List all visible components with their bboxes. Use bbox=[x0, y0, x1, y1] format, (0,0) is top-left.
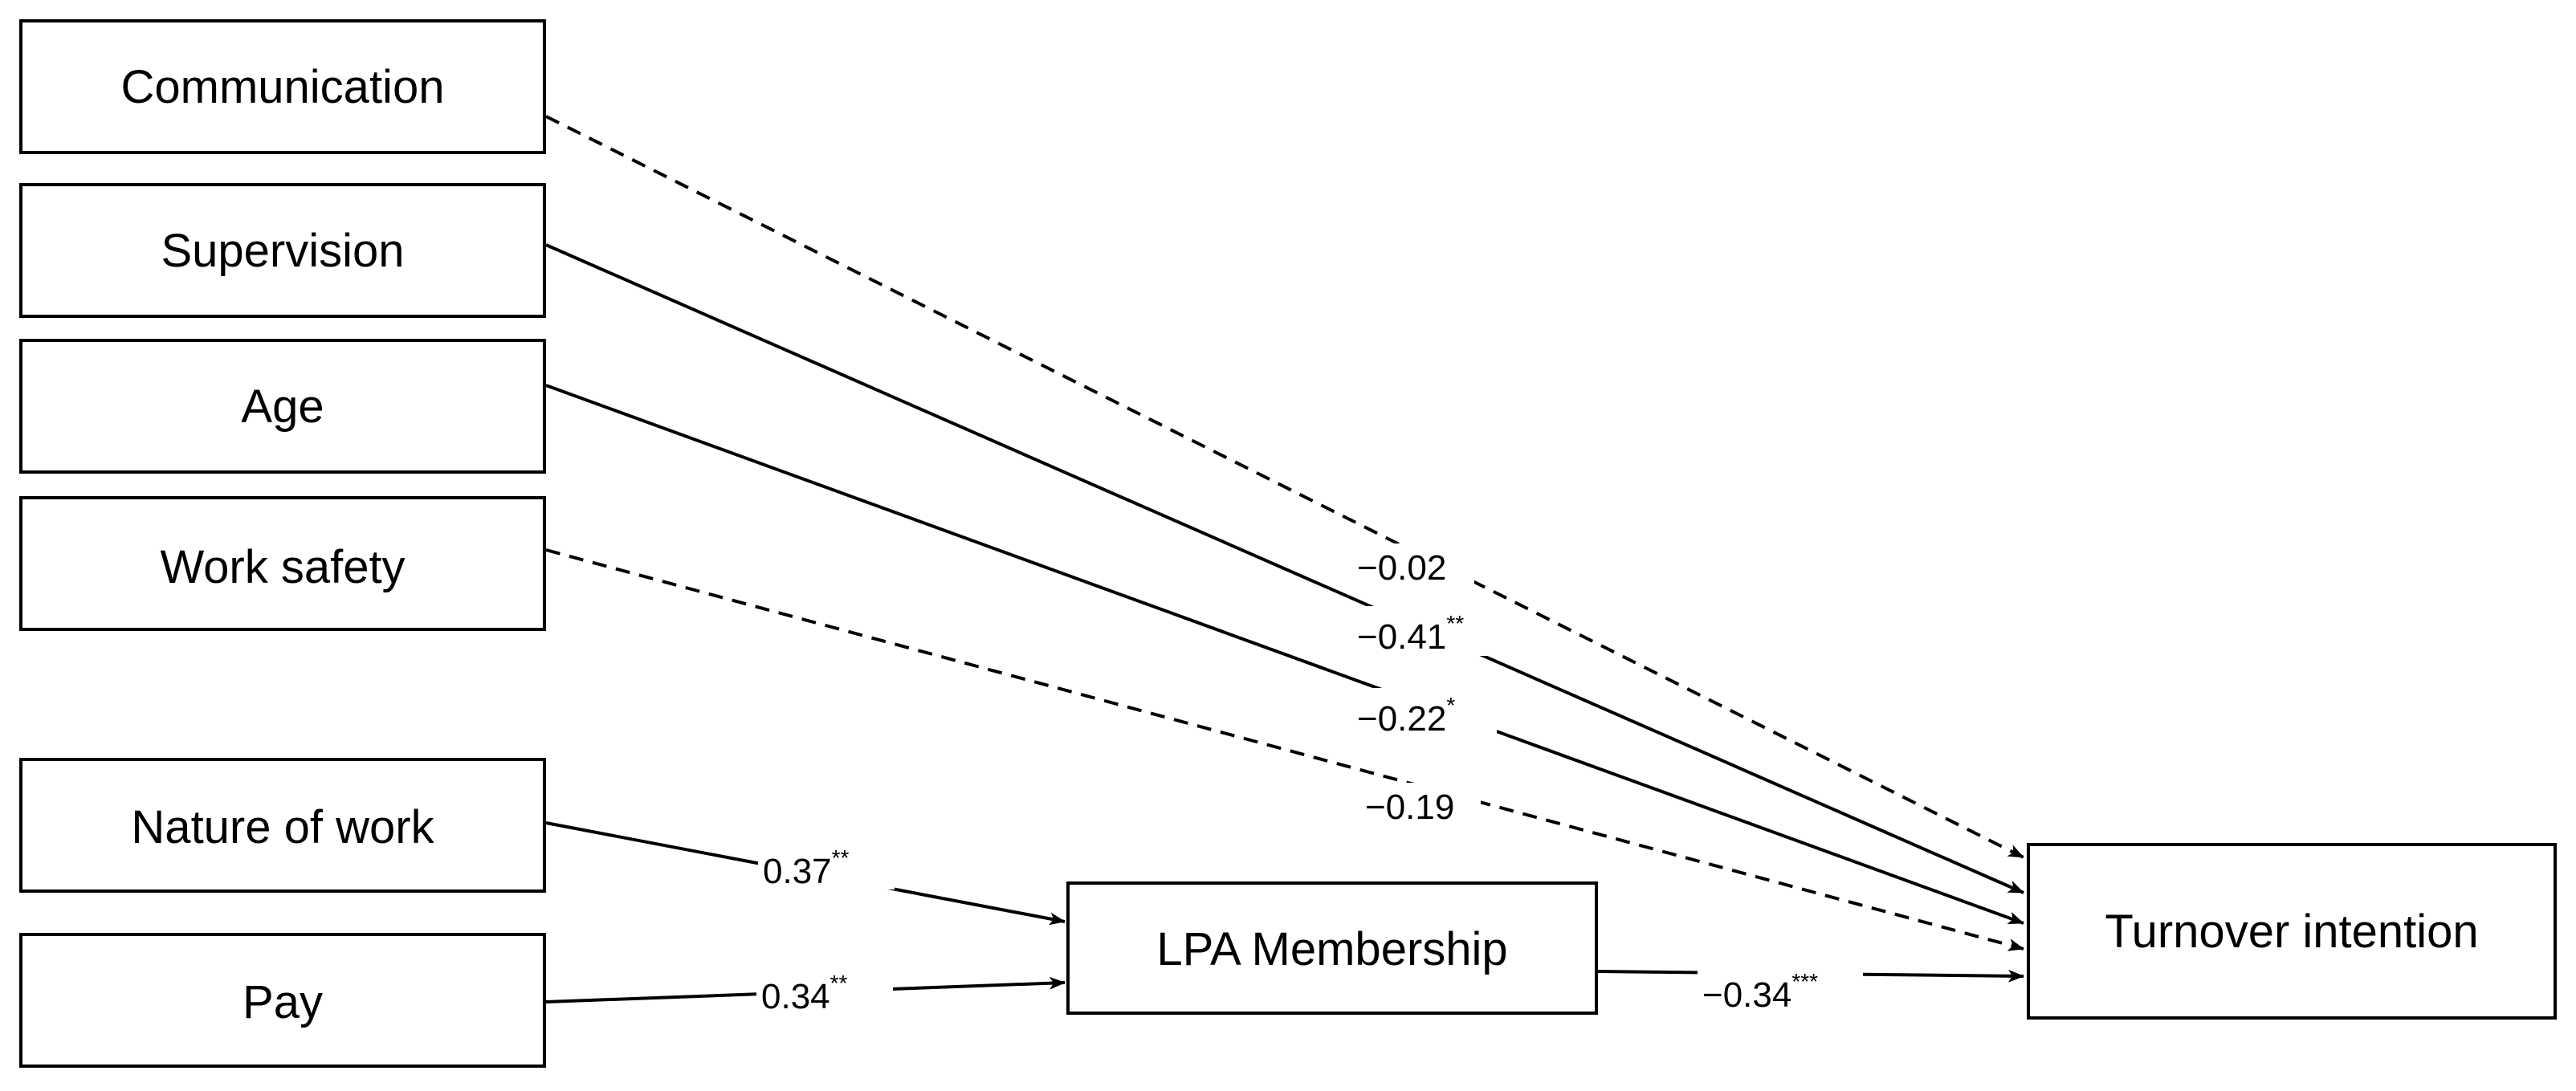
edge-label-pay-lpa: 0.34** bbox=[756, 965, 893, 1016]
edge-label-supervision-turnover: −0.41** bbox=[1352, 606, 1510, 657]
node-lpa-membership: LPA Membership bbox=[1066, 881, 1598, 1015]
svg-text:0.37**: 0.37** bbox=[763, 845, 850, 891]
edge-label-work-safety-turnover: −0.19 bbox=[1360, 783, 1481, 828]
node-nature-of-work: Nature of work bbox=[19, 758, 546, 893]
sig-marker: ** bbox=[830, 971, 848, 995]
edge-label-communication-turnover: −0.02 bbox=[1351, 543, 1474, 588]
node-label-work-safety: Work safety bbox=[160, 541, 405, 593]
sig-marker: ** bbox=[832, 845, 850, 870]
svg-text:−0.22*: −0.22* bbox=[1357, 693, 1455, 739]
edge-label-lpa-turnover: −0.34*** bbox=[1698, 963, 1863, 1015]
sig-marker: ** bbox=[1446, 611, 1464, 636]
coef-text: 0.37 bbox=[763, 852, 832, 891]
node-turnover-intention: Turnover intention bbox=[2027, 843, 2557, 1020]
svg-text:−0.34***: −0.34*** bbox=[1702, 969, 1818, 1015]
svg-text:0.34**: 0.34** bbox=[761, 971, 848, 1016]
edge-communication-turnover bbox=[545, 115, 2024, 859]
edge-label-age-turnover: −0.22* bbox=[1352, 688, 1497, 739]
node-label-age: Age bbox=[241, 381, 324, 433]
sig-marker: * bbox=[1446, 693, 1455, 718]
coef-text: −0.34 bbox=[1702, 975, 1791, 1015]
node-label-turnover-intention: Turnover intention bbox=[2105, 906, 2478, 958]
node-label-communication: Communication bbox=[121, 61, 445, 113]
coef-text: −0.41 bbox=[1357, 617, 1446, 657]
coef-text: −0.02 bbox=[1357, 548, 1446, 588]
coef-text: −0.22 bbox=[1357, 699, 1446, 739]
node-communication: Communication bbox=[19, 19, 546, 154]
edge-age-turnover bbox=[545, 384, 2024, 925]
node-age: Age bbox=[19, 339, 546, 474]
coef-text: −0.19 bbox=[1365, 788, 1454, 827]
sig-marker: *** bbox=[1791, 969, 1818, 994]
edge-supervision-turnover bbox=[545, 243, 2024, 894]
node-label-pay: Pay bbox=[243, 976, 323, 1028]
node-label-lpa-membership: LPA Membership bbox=[1156, 923, 1507, 975]
svg-text:−0.41**: −0.41** bbox=[1357, 611, 1464, 657]
node-label-nature-of-work: Nature of work bbox=[131, 801, 434, 853]
node-work-safety: Work safety bbox=[19, 496, 546, 631]
svg-text:−0.19: −0.19 bbox=[1365, 788, 1454, 827]
svg-text:−0.02: −0.02 bbox=[1357, 548, 1446, 588]
coef-text: 0.34 bbox=[761, 977, 830, 1016]
node-supervision: Supervision bbox=[19, 183, 546, 318]
node-pay: Pay bbox=[19, 933, 546, 1068]
edge-work-safety-turnover bbox=[545, 548, 2024, 951]
node-label-supervision: Supervision bbox=[161, 225, 404, 277]
edge-label-nature-lpa: 0.37** bbox=[758, 840, 895, 891]
